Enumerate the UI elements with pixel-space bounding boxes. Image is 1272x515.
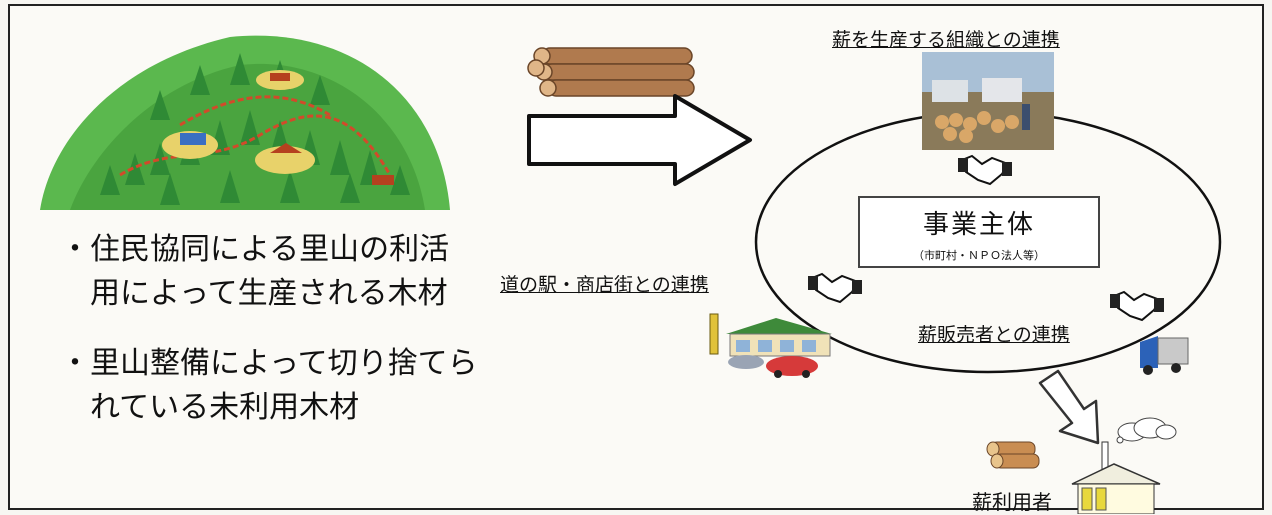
partner-seller-label: 薪販売者との連携	[918, 324, 1070, 346]
delivery-arrow-icon	[1038, 369, 1100, 445]
end-user-label: 薪利用者	[972, 490, 1052, 514]
house-icon	[1071, 441, 1161, 514]
flow-arrow-icon	[527, 94, 752, 186]
firewood-logs-icon	[986, 441, 1040, 469]
partner-production-org-label: 薪を生産する組織との連携	[832, 29, 1060, 51]
handshake-icon	[958, 154, 1012, 186]
business-entity-title: 事業主体	[922, 210, 1035, 240]
business-entity-box: 事業主体 （市町村・ＮＰＯ法人等）	[858, 196, 1100, 268]
roadside-station-icon	[709, 313, 832, 378]
logs-icon	[527, 47, 695, 97]
handshake-icon	[1110, 290, 1164, 322]
bullet-unused-timber: ・里山整備によって切り捨てら れている未利用木材	[60, 346, 478, 425]
handshake-icon	[808, 272, 862, 304]
smoke-cloud-icon	[1116, 417, 1177, 444]
partner-roadside-station-label: 道の駅・商店街との連携	[500, 274, 709, 296]
bullet-local-timber: ・住民協同による里山の利活 用によって生産される木材	[60, 232, 450, 311]
business-entity-subtitle: （市町村・ＮＰＯ法人等）	[913, 249, 1045, 262]
firewood-yard-photo	[922, 52, 1054, 150]
satoyama-forest-illustration	[40, 35, 450, 210]
delivery-truck-icon	[1140, 336, 1189, 375]
